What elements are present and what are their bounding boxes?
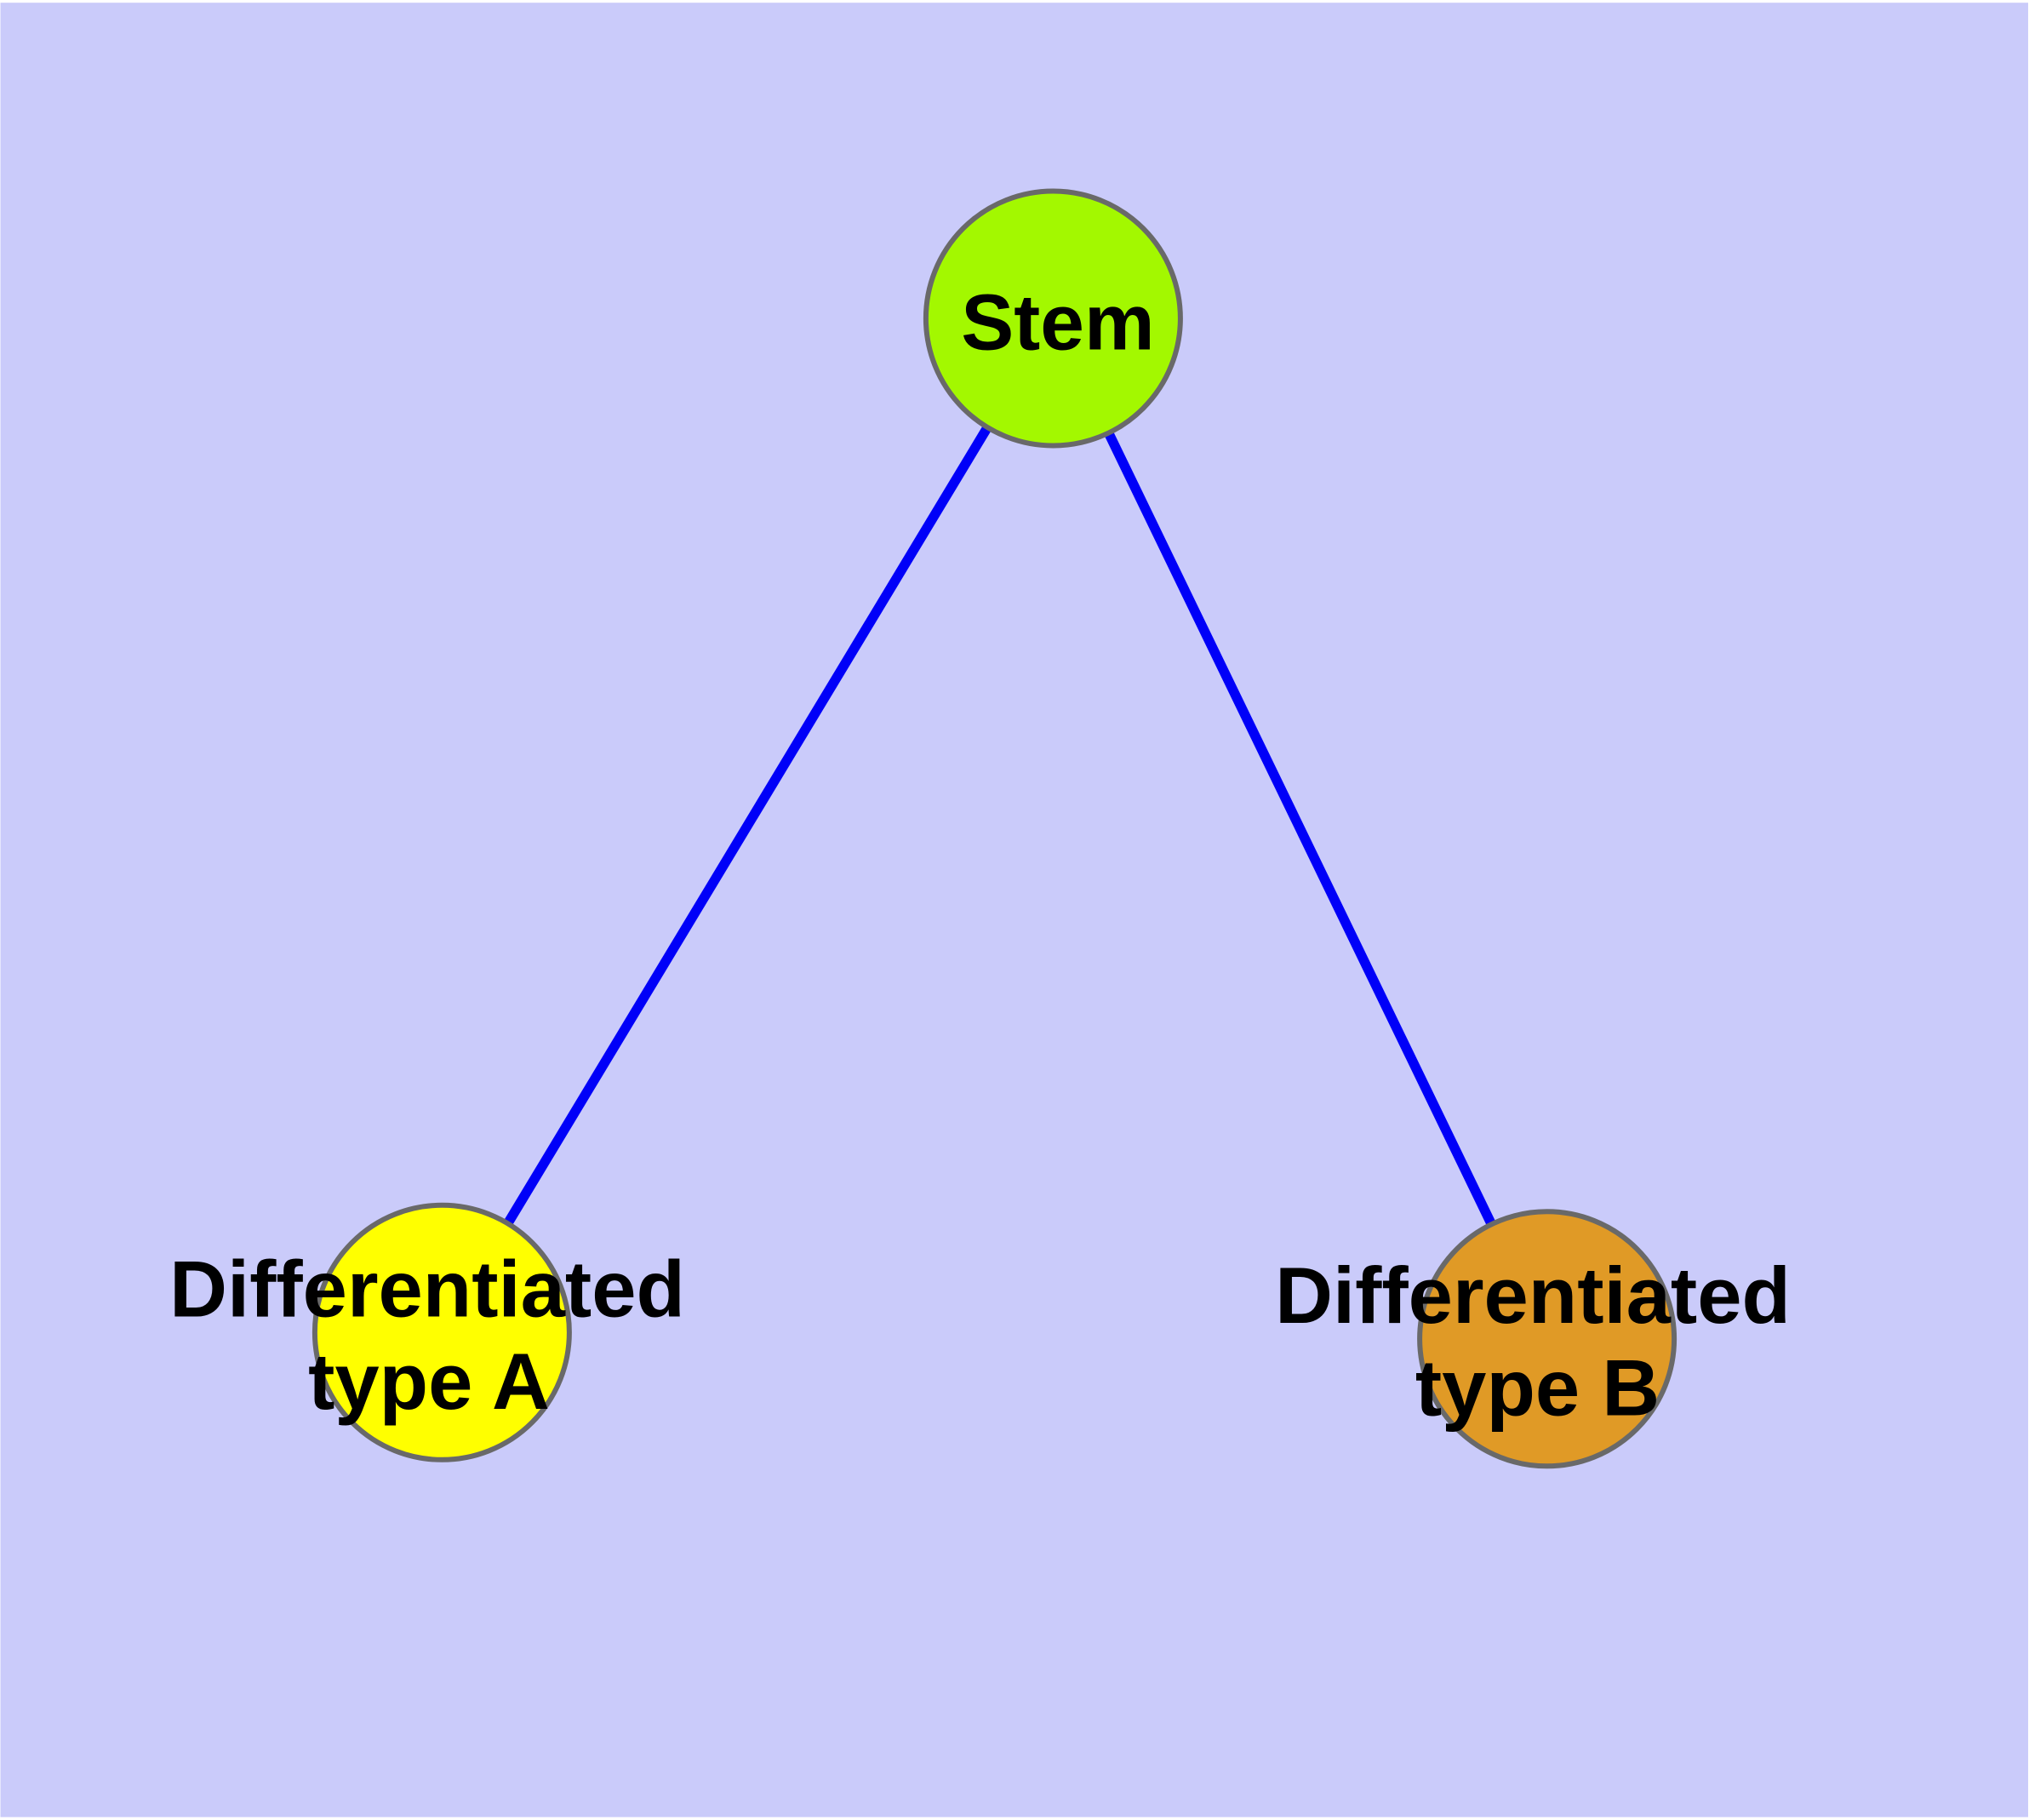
svg-text:type A: type A — [308, 1336, 550, 1426]
svg-text:type B: type B — [1415, 1343, 1660, 1433]
svg-text:Differentiated: Differentiated — [169, 1244, 685, 1333]
svg-text:Stem: Stem — [961, 278, 1154, 367]
svg-text:Differentiated: Differentiated — [1275, 1251, 1791, 1340]
